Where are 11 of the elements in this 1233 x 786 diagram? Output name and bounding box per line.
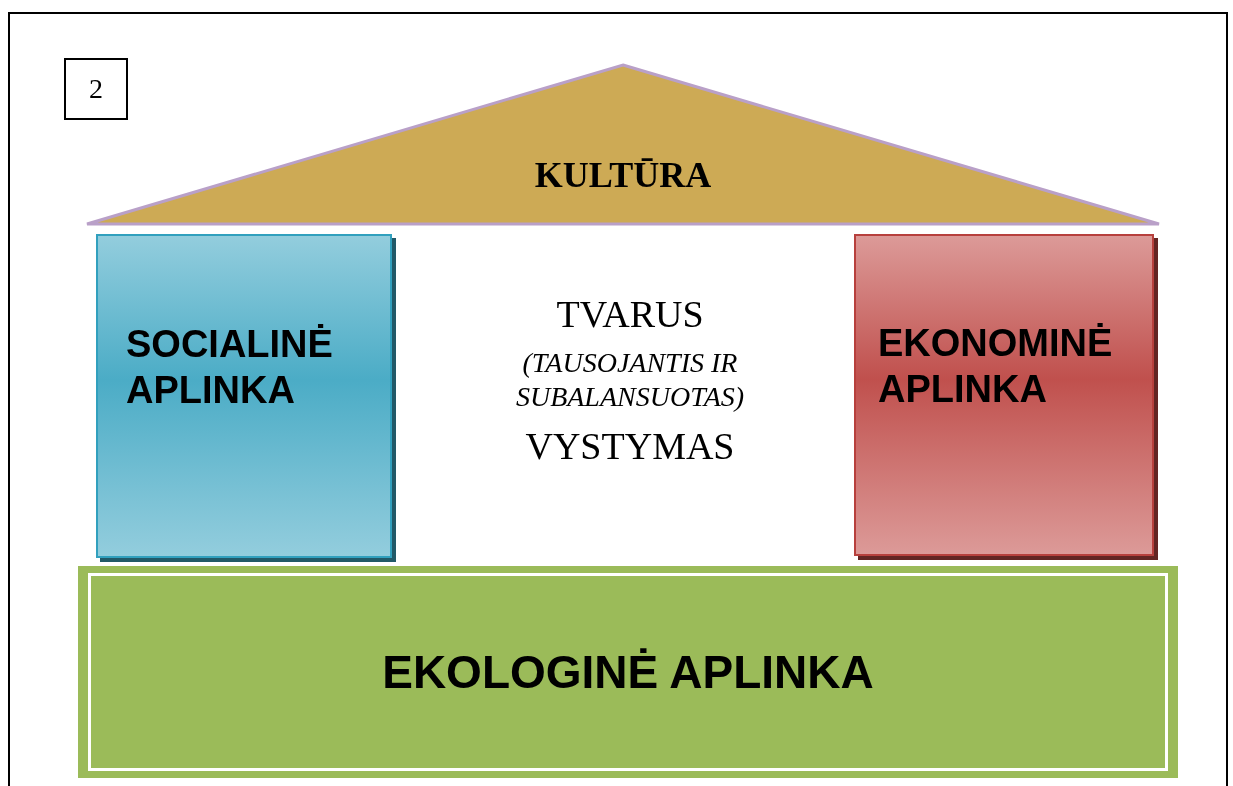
roof-triangle (84, 62, 1162, 228)
center-text: TVARUS (555, 292, 705, 337)
node-label: EKONOMINĖ APLINKA (878, 321, 1114, 412)
node-label: SOCIALINĖ APLINKA (126, 322, 334, 413)
node-label: 2 (89, 73, 103, 105)
node-label: KULTŪRA (534, 154, 712, 196)
foundation-box (78, 566, 1178, 778)
center-text: (TAUSOJANTIS IR SUBALANSUOTAS) (514, 346, 746, 414)
number-box (64, 58, 128, 120)
center-text: VYSTYMAS (524, 424, 736, 469)
node-label: EKOLOGINĖ APLINKA (382, 645, 874, 699)
